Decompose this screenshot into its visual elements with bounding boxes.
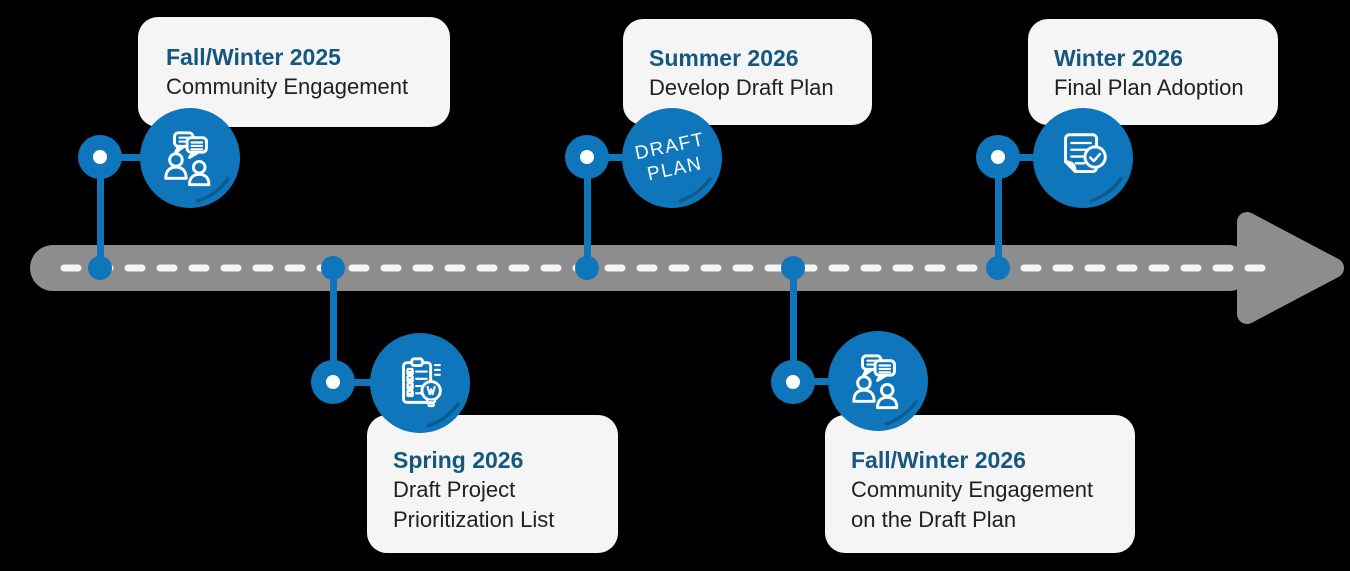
- people-conversation-icon: [164, 131, 211, 187]
- milestone-date: Winter 2026: [1054, 45, 1183, 71]
- marker-center-dot: [786, 375, 800, 389]
- milestone-date: Fall/Winter 2025: [166, 44, 341, 70]
- shadow-arc: [426, 402, 460, 428]
- document-approved-icon: [1064, 133, 1107, 174]
- connector-vertical-line: [790, 268, 797, 382]
- timeline-node-dot: [986, 256, 1010, 280]
- milestone-marker: [78, 135, 122, 179]
- connector-vertical-line: [330, 268, 337, 382]
- milestone-marker: [771, 360, 815, 404]
- milestone-description: Draft Project Prioritization List: [393, 477, 555, 532]
- milestone-card: Summer 2026 Develop Draft Plan: [623, 19, 872, 125]
- shadow-arc: [884, 400, 918, 426]
- milestone-marker: [311, 360, 355, 404]
- connector-vertical-line: [995, 157, 1002, 268]
- milestone-description: Community Engagement on the Draft Plan: [851, 477, 1094, 532]
- milestone-icon-circle: [1033, 108, 1133, 208]
- marker-center-dot: [991, 150, 1005, 164]
- milestone-marker: [976, 135, 1020, 179]
- milestone-description: Final Plan Adoption: [1054, 75, 1244, 100]
- people-conversation-icon: [852, 354, 899, 410]
- marker-center-dot: [93, 150, 107, 164]
- milestone-icon-circle: [828, 331, 928, 431]
- milestone-icon-circle: [140, 108, 240, 208]
- connector-vertical-line: [584, 157, 591, 268]
- milestone-icon-circle: [370, 333, 470, 433]
- milestone-marker: [565, 135, 609, 179]
- connector-vertical-line: [97, 157, 104, 268]
- shadow-arc: [196, 177, 230, 203]
- milestone-description: Community Engagement: [166, 74, 409, 99]
- milestone-icon-circle: DRAFT PLAN: [622, 108, 722, 208]
- timeline-node-dot: [575, 256, 599, 280]
- marker-center-dot: [580, 150, 594, 164]
- milestone-description: Develop Draft Plan: [649, 75, 834, 100]
- milestone-card: Fall/Winter 2026 Community Engagement on…: [825, 415, 1135, 553]
- timeline-node-dot: [88, 256, 112, 280]
- timeline-node-dot: [781, 256, 805, 280]
- clipboard-checklist-lightbulb-icon: [402, 357, 442, 408]
- milestone-card: Winter 2026 Final Plan Adoption: [1028, 19, 1278, 125]
- milestone-date: Summer 2026: [649, 45, 799, 71]
- timeline-node-dot: [321, 256, 345, 280]
- milestone-date: Fall/Winter 2026: [851, 447, 1026, 473]
- marker-center-dot: [326, 375, 340, 389]
- shadow-arc: [1089, 177, 1123, 203]
- milestone-date: Spring 2026: [393, 447, 524, 473]
- shadow-arc: [678, 177, 712, 203]
- milestone-card: Spring 2026 Draft Project Prioritization…: [367, 415, 618, 553]
